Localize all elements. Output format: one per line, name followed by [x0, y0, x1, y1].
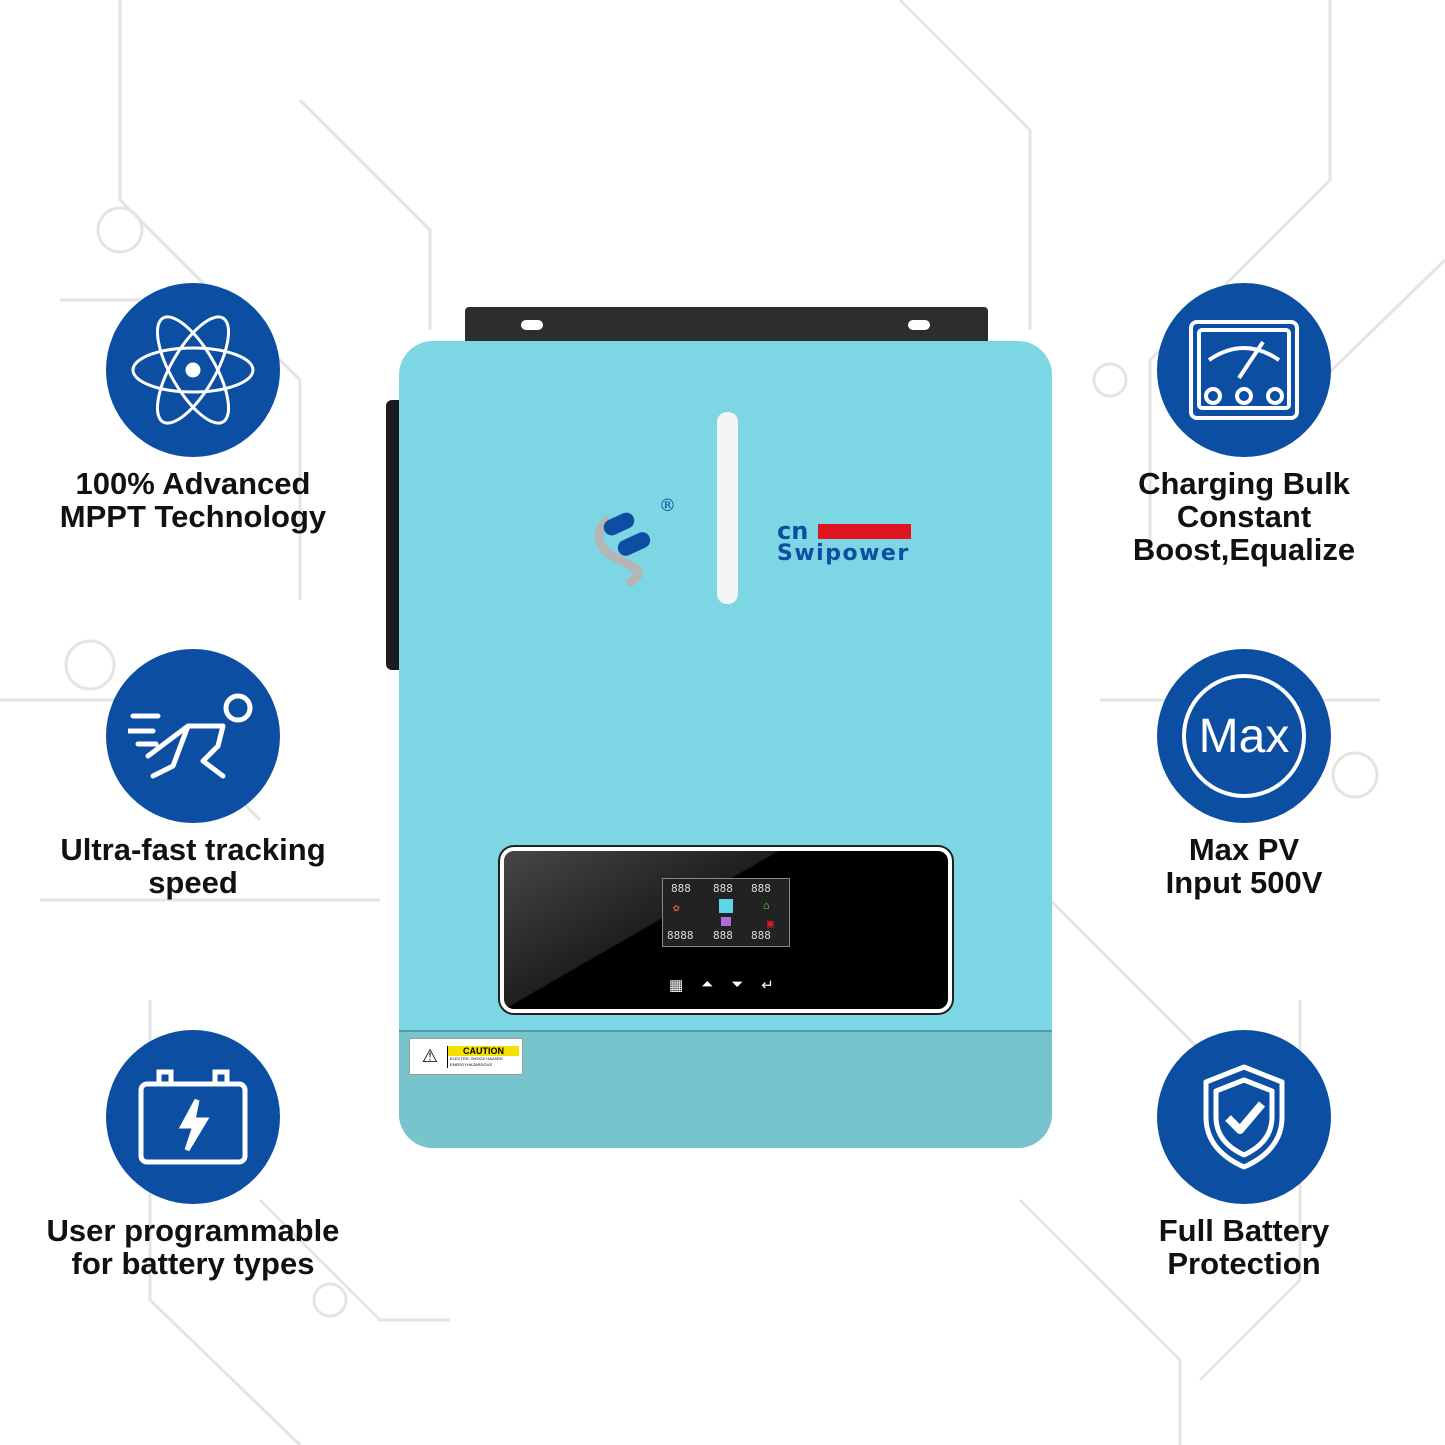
feature-text: speed [148, 865, 238, 900]
button-row: ▦ ⏶ ⏷ ↵ [669, 976, 774, 994]
max-icon: Max [1157, 649, 1331, 823]
shield-check-icon [1157, 1030, 1331, 1204]
feature-text: Input 500V [1165, 865, 1323, 900]
warning-icon: ⚠ [421, 1046, 439, 1066]
side-panel [386, 400, 402, 670]
feature-text: Boost,Equalize [1132, 532, 1356, 567]
meter-gauge-icon [1157, 283, 1331, 457]
brand-wordmark: cn Swipower [777, 517, 912, 566]
caution-title: CAUTION [448, 1045, 519, 1056]
enter-button[interactable]: ↵ [761, 977, 774, 994]
up-button[interactable]: ⏶ [701, 976, 714, 993]
feature-text: User programmable [46, 1213, 340, 1248]
feature-text: Full Battery [1158, 1213, 1330, 1248]
caution-line: ENERGYHAZARDOUS [450, 1061, 493, 1067]
atom-icon [106, 283, 280, 457]
running-person-icon [106, 649, 280, 823]
menu-button[interactable]: ▦ [669, 977, 684, 994]
feature-text: 100% Advanced [75, 466, 311, 501]
caution-line: ELECTRIC SHOCK HAZARD [450, 1055, 503, 1061]
feature-text: Max PV [1188, 832, 1300, 867]
max-badge: Max [1182, 674, 1306, 798]
feature-text: Protection [1167, 1246, 1321, 1281]
feature-text: Ultra-fast tracking [60, 832, 326, 867]
down-button[interactable]: ⏷ [731, 976, 744, 993]
brand-logo [594, 512, 651, 586]
feature-text: MPPT Technology [59, 499, 327, 534]
caution-label: ⚠ CAUTION ELECTRIC SHOCK HAZARD ENERGYHA… [409, 1038, 523, 1075]
battery-bolt-icon [106, 1030, 280, 1204]
bottom-cover: ⚠ CAUTION ELECTRIC SHOCK HAZARD ENERGYHA… [399, 1030, 1052, 1148]
light-slot [717, 412, 738, 604]
feature-text: Constant [1176, 499, 1312, 534]
registered-mark: ® [659, 496, 676, 516]
feature-text: for battery types [71, 1246, 315, 1281]
feature-text: Charging Bulk [1138, 466, 1350, 501]
